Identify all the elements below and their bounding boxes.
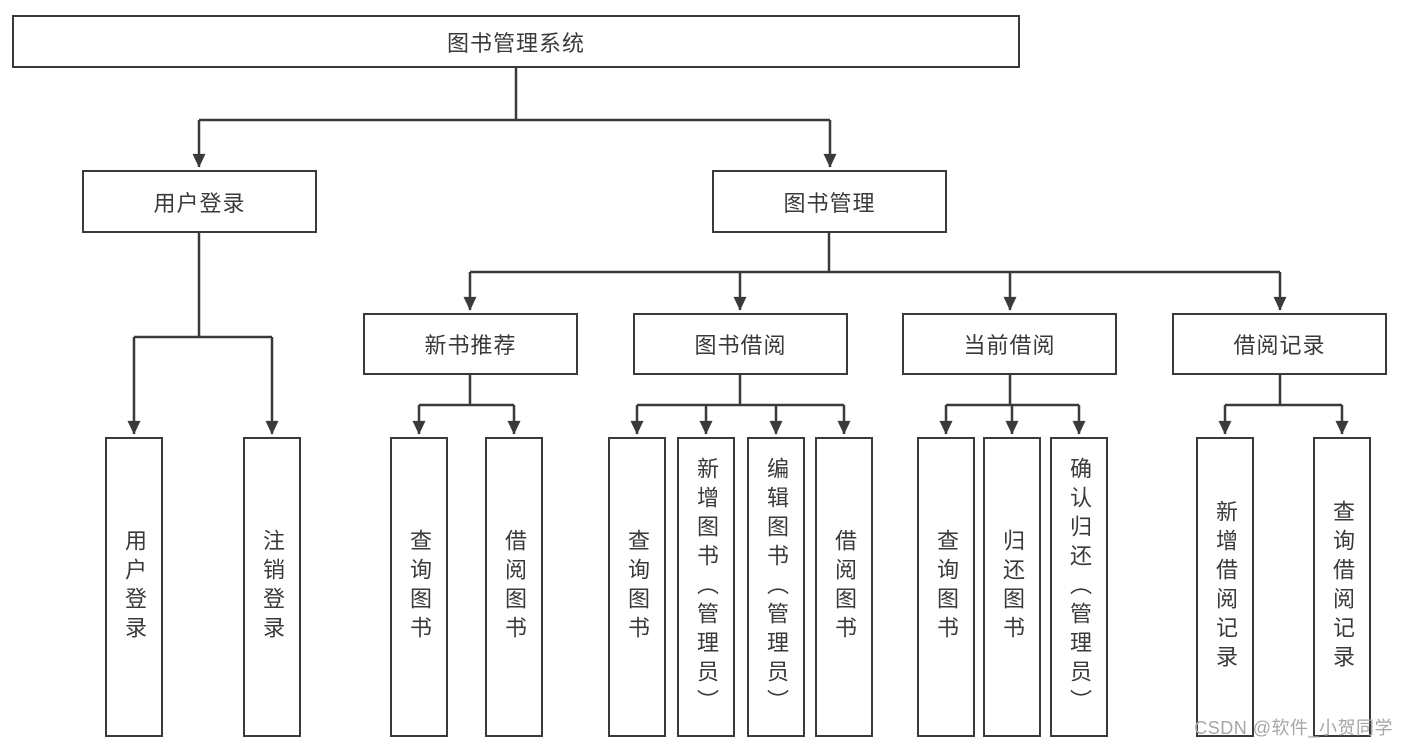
- node-label: 借阅记录: [1233, 333, 1326, 358]
- node-leaf-logout: 注销登录: [243, 437, 301, 737]
- node-label: 查询借阅记录: [1330, 500, 1355, 674]
- node-user-login: 用户登录: [82, 170, 317, 233]
- node-label: 借阅图书: [832, 529, 857, 645]
- node-label: 借阅图书: [502, 529, 527, 645]
- node-label: 查询图书: [625, 529, 650, 645]
- node-label: 注销登录: [260, 529, 285, 645]
- node-leaf-query-borrow-record: 查询借阅记录: [1313, 437, 1371, 737]
- node-label: 新书推荐: [424, 333, 517, 358]
- node-leaf-add-borrow-record: 新增借阅记录: [1196, 437, 1254, 737]
- node-leaf-user-login: 用户登录: [105, 437, 163, 737]
- node-book-borrow: 图书借阅: [633, 313, 848, 375]
- node-leaf-edit-book-admin: 编辑图书（管理员）: [747, 437, 805, 737]
- node-label: 确认归还（管理员）: [1067, 456, 1092, 718]
- node-new-book-recommend: 新书推荐: [363, 313, 578, 375]
- watermark: CSDN @软件_小贺同学: [1194, 718, 1393, 738]
- node-leaf-return-books: 归还图书: [983, 437, 1041, 737]
- node-label: 归还图书: [1000, 529, 1025, 645]
- node-label: 编辑图书（管理员）: [764, 456, 789, 718]
- node-leaf-borrow-books-recommend: 借阅图书: [485, 437, 543, 737]
- node-leaf-query-books-current: 查询图书: [917, 437, 975, 737]
- node-current-borrow: 当前借阅: [902, 313, 1117, 375]
- node-leaf-confirm-return-admin: 确认归还（管理员）: [1050, 437, 1108, 737]
- node-label: 图书借阅: [694, 333, 787, 358]
- node-leaf-add-book-admin: 新增图书（管理员）: [677, 437, 735, 737]
- node-label: 新增图书（管理员）: [694, 456, 719, 718]
- node-label: 用户登录: [122, 529, 147, 645]
- node-label: 新增借阅记录: [1213, 500, 1238, 674]
- node-leaf-borrow-books: 借阅图书: [815, 437, 873, 737]
- node-label: 用户登录: [153, 190, 246, 216]
- node-book-management-system: 图书管理系统: [12, 15, 1020, 68]
- node-leaf-query-books-recommend: 查询图书: [390, 437, 448, 737]
- node-borrow-records: 借阅记录: [1172, 313, 1387, 375]
- node-label: 查询图书: [934, 529, 959, 645]
- node-label: 图书管理系统: [446, 30, 585, 56]
- node-label: 当前借阅: [963, 333, 1056, 358]
- node-label: 查询图书: [407, 529, 432, 645]
- node-label: 图书管理: [783, 190, 876, 216]
- node-leaf-query-books-borrow: 查询图书: [608, 437, 666, 737]
- node-book-management: 图书管理: [712, 170, 947, 233]
